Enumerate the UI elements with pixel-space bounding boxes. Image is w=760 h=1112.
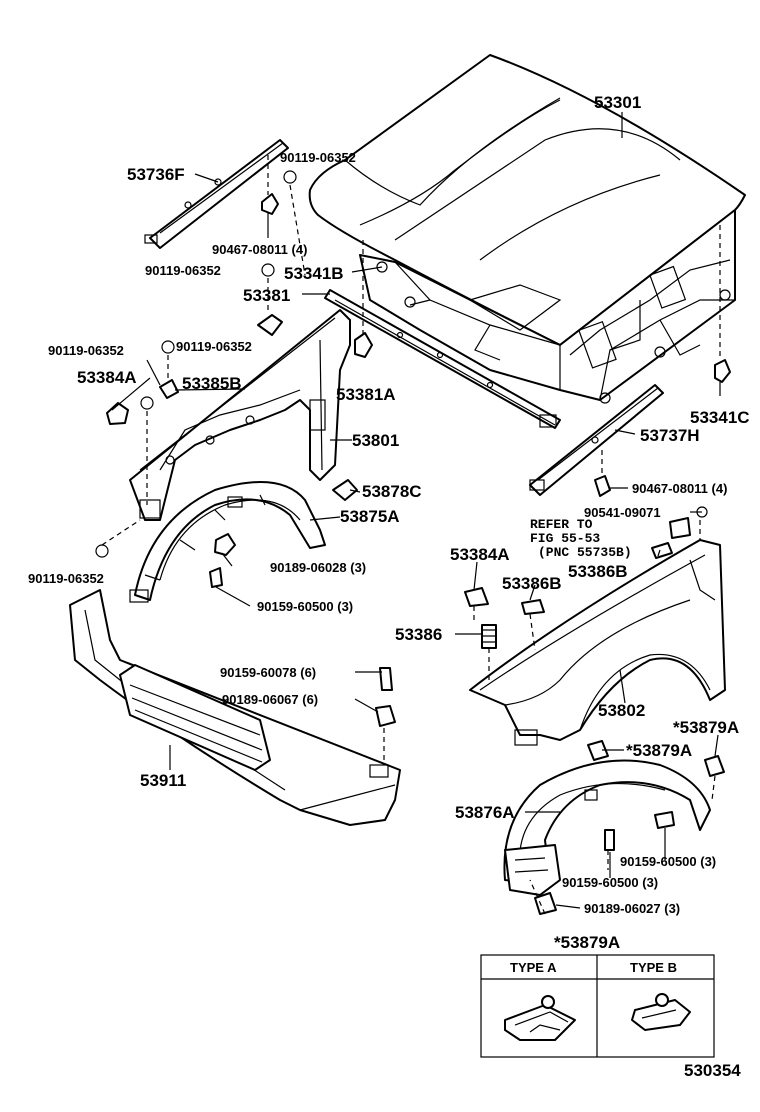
table-title: *53879A xyxy=(554,933,620,952)
label-screw-90189-06067: 90189-06067 (6) xyxy=(222,692,318,707)
assembly-lines xyxy=(101,155,721,915)
small-fasteners xyxy=(95,170,731,915)
label-clip-left: 90119-06352 xyxy=(48,343,124,358)
fender-liner-rh xyxy=(503,759,711,896)
label-hood-support-rh: 53737H xyxy=(640,426,700,445)
hood-support-rh xyxy=(529,384,664,496)
front-fender xyxy=(469,539,726,746)
label-grille-53911: 53911 xyxy=(140,771,186,790)
label-refer-line2: FIG 55-53 xyxy=(530,531,600,546)
label-clip-90541: 90541-09071 xyxy=(584,505,661,520)
label-refer-line3: (PNC 55735B) xyxy=(538,545,632,560)
label-liner-53875a: 53875A xyxy=(340,507,400,526)
label-cushion-53341c: 53341C xyxy=(690,408,750,427)
label-cushion-53341b: 53341B xyxy=(284,264,344,283)
label-clip-left2: 90119-06352 xyxy=(176,339,252,354)
label-clip-bottom: 90119-06352 xyxy=(28,571,104,586)
fender-liner-lh xyxy=(129,481,326,603)
type-b-clip-drawing xyxy=(631,993,691,1031)
label-spring-53386: 53386 xyxy=(395,625,442,644)
hood-seal xyxy=(324,289,561,429)
label-fender-53802: 53802 xyxy=(598,701,645,720)
clip-type-table: *53879A TYPE A TYPE B xyxy=(480,933,715,1058)
label-pad-53384a-left: 53384A xyxy=(77,368,137,387)
label-screw-90159-60500-right1: 90159-60500 (3) xyxy=(620,854,716,869)
label-bracket-53385b: 53385B xyxy=(182,374,242,393)
label-screw-90189-06028: 90189-06028 (3) xyxy=(270,560,366,575)
label-clip-mid: 90119-06352 xyxy=(145,263,221,278)
label-screw-90159-60500-left: 90159-60500 (3) xyxy=(257,599,353,614)
label-pad-53384a-right: 53384A xyxy=(450,545,510,564)
label-figure-id: 530354 xyxy=(684,1061,741,1080)
label-screw-90159-60078: 90159-60078 (6) xyxy=(220,665,316,680)
label-liner-53876a: 53876A xyxy=(455,803,515,822)
radiator-support xyxy=(129,309,351,521)
label-seal-53381: 53381 xyxy=(243,286,290,305)
label-refer-line1: REFER TO xyxy=(530,517,593,532)
callout-labels: 53301 53736F 90119-06352 90467-08011 (4)… xyxy=(28,93,750,1080)
label-apron-53801: 53801 xyxy=(352,431,399,450)
label-clip-90467-right: 90467-08011 (4) xyxy=(632,481,727,496)
label-clip-90467-top: 90467-08011 (4) xyxy=(212,242,307,257)
label-hood-support-lh: 53736F xyxy=(127,165,185,184)
label-clip-top: 90119-06352 xyxy=(280,150,356,165)
label-bracket-53386b-b: 53386B xyxy=(502,574,562,593)
leader-lines xyxy=(111,112,721,909)
label-bracket-53878c: 53878C xyxy=(362,482,422,501)
table-type-b: TYPE B xyxy=(630,960,677,975)
label-clip-53879a-b: *53879A xyxy=(626,741,692,760)
label-screw-90189-06027: 90189-06027 (3) xyxy=(584,901,680,916)
table-type-a: TYPE A xyxy=(510,960,557,975)
label-screw-90159-60500-right2: 90159-60500 (3) xyxy=(562,875,658,890)
hood-panel xyxy=(308,54,746,404)
label-bracket-53386b-a: 53386B xyxy=(568,562,628,581)
front-grille xyxy=(69,589,401,826)
hood-support-lh xyxy=(144,139,289,249)
label-clip-53879a-a: *53879A xyxy=(673,718,739,737)
type-a-clip-drawing xyxy=(504,995,576,1041)
label-retainer-53381a: 53381A xyxy=(336,385,396,404)
label-hood: 53301 xyxy=(594,93,641,112)
